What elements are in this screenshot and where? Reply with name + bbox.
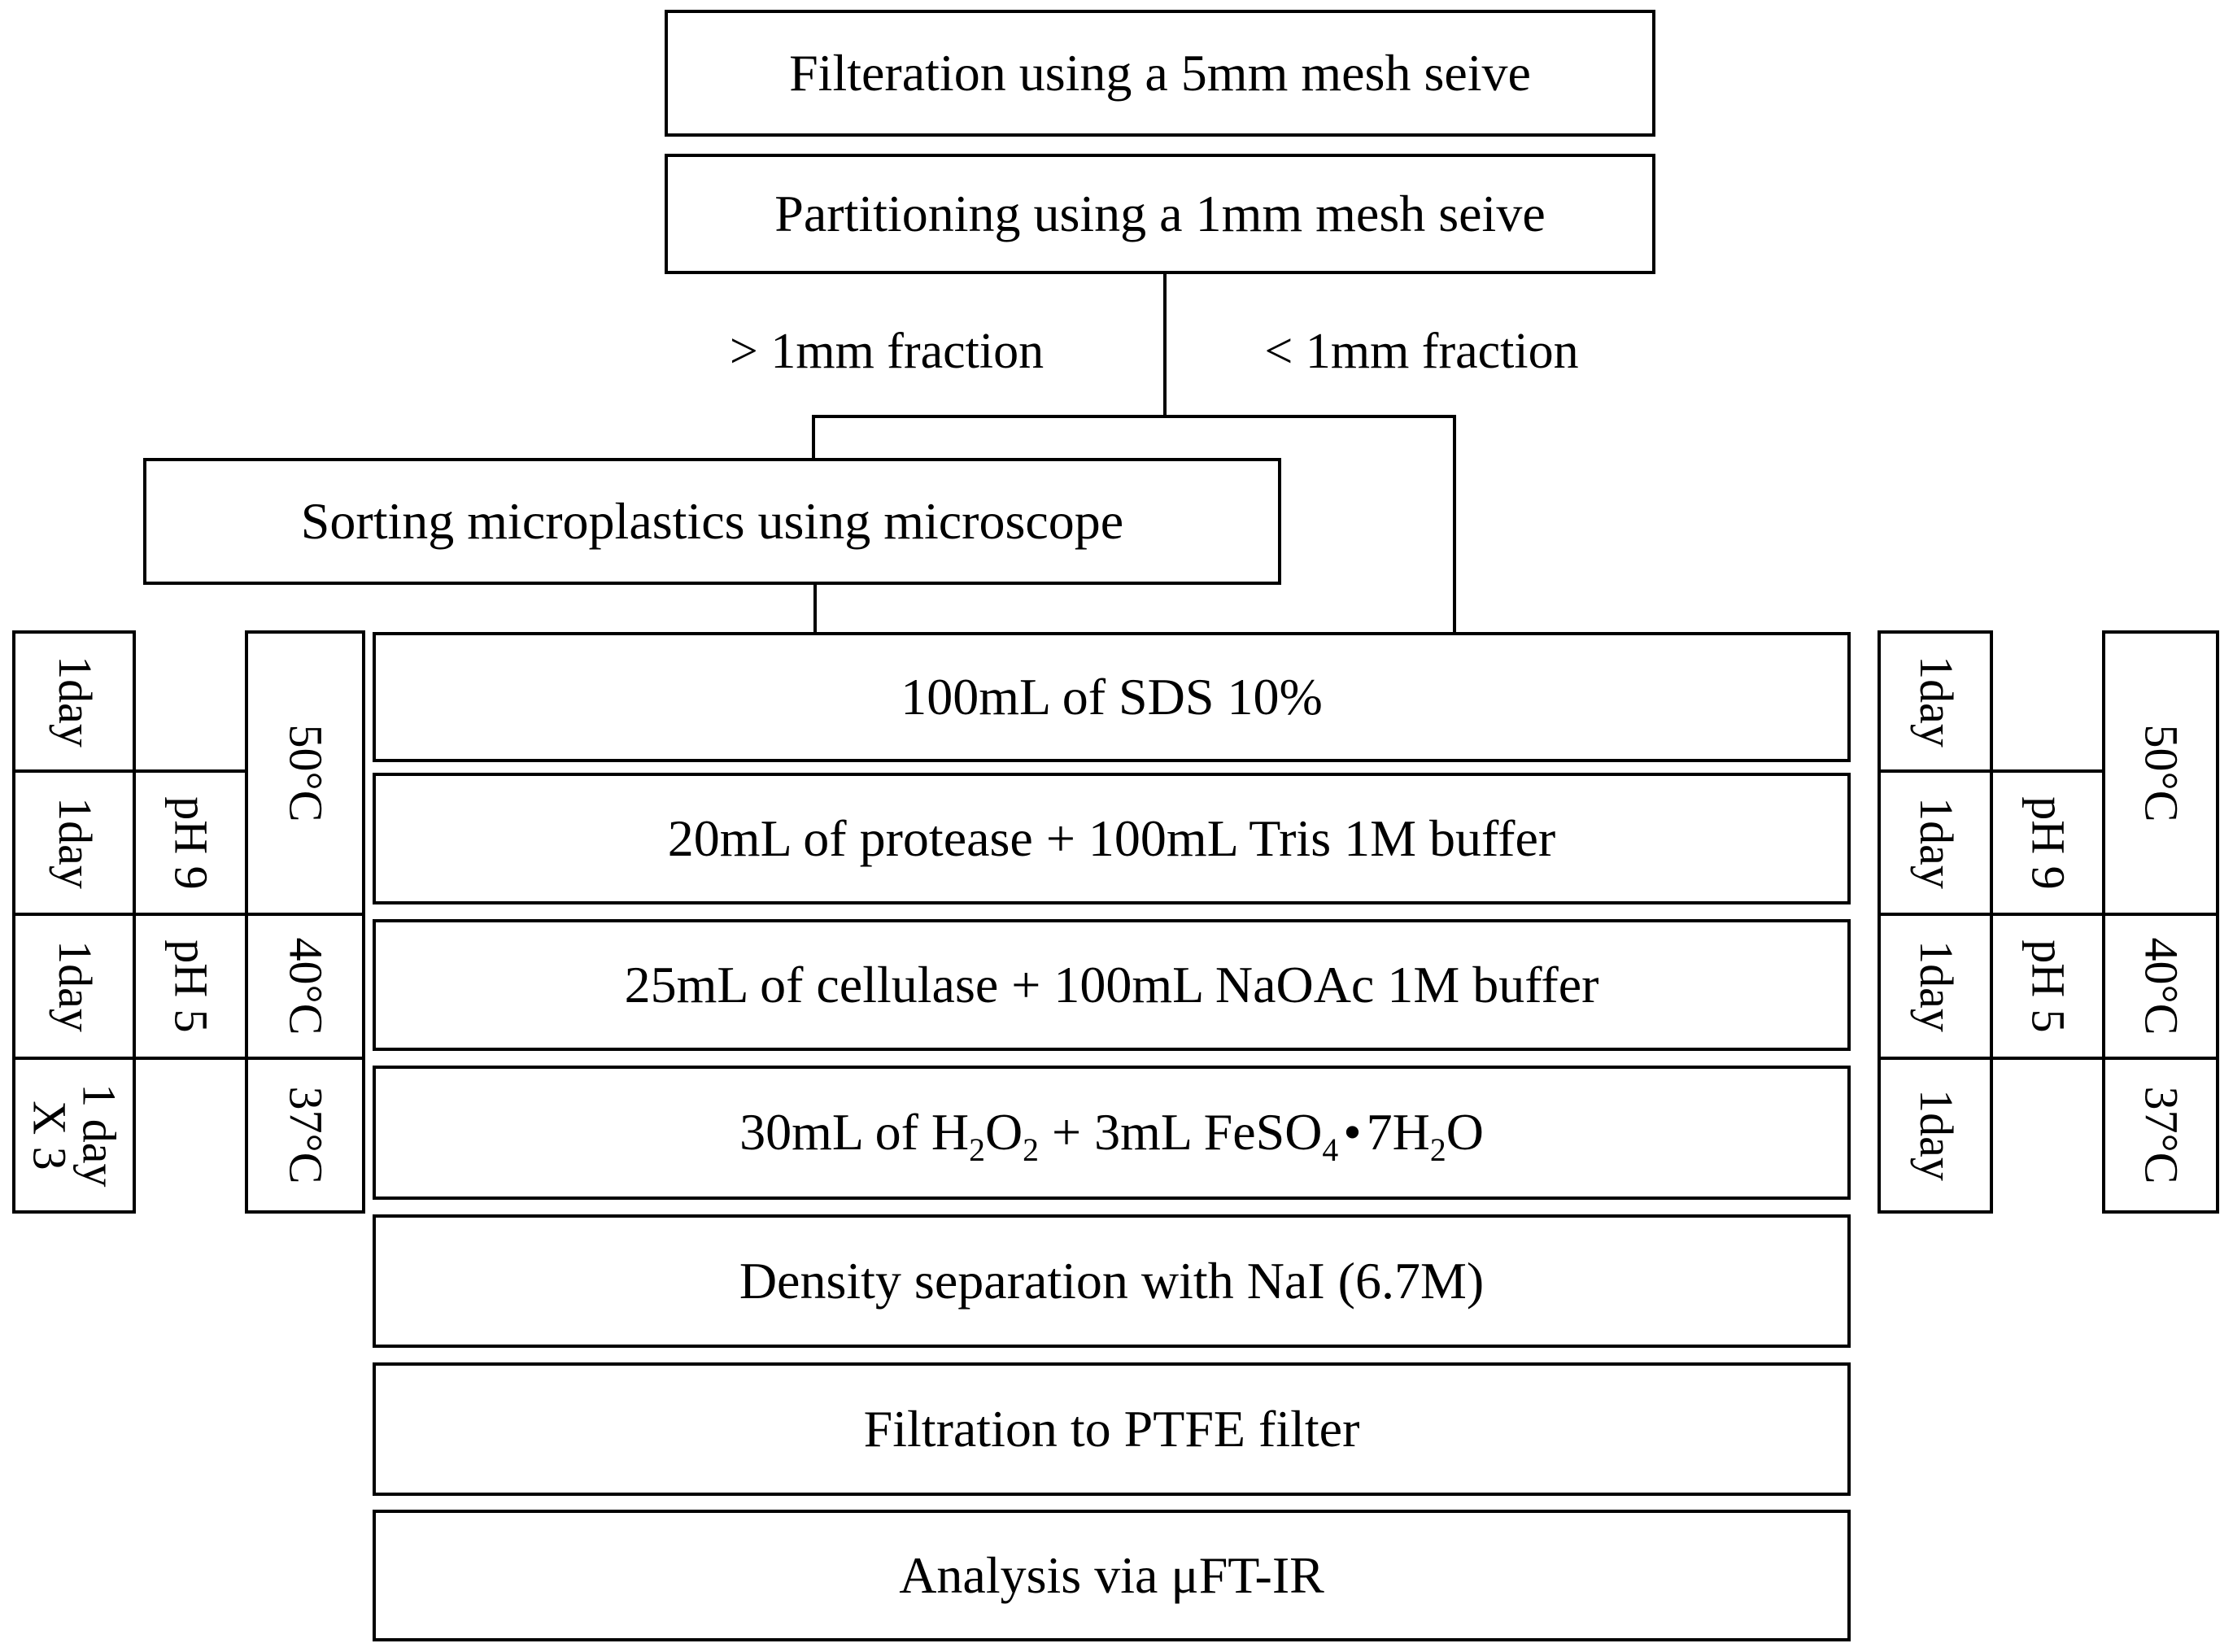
box-cellulase: 25mL of cellulase + 100mL NaOAc 1M buffe… bbox=[373, 919, 1851, 1051]
connector-stem bbox=[1163, 274, 1167, 418]
gt-1mm-text: > 1mm fraction bbox=[729, 323, 1045, 379]
sds-label: 100mL of SDS 10% bbox=[901, 667, 1323, 726]
left-temp-50: 50°C bbox=[245, 630, 365, 916]
box-partitioning: Partitioning using a 1mm mesh seive bbox=[665, 154, 1655, 274]
right-temp-40: 40°C bbox=[2102, 913, 2219, 1060]
box-filteration: Filteration using a 5mm mesh seive bbox=[665, 10, 1655, 137]
connector-branch-left-drop bbox=[812, 415, 815, 460]
sorting-label: Sorting microplastics using microscope bbox=[300, 491, 1124, 550]
connector-branch-right-drop bbox=[1453, 415, 1456, 632]
left-duration-3: 1day bbox=[12, 913, 136, 1060]
left-temp-40: 40°C bbox=[245, 913, 365, 1060]
connector-sorting-drop bbox=[813, 585, 817, 632]
label-gt-1mm-fraction: > 1mm fraction bbox=[675, 319, 1098, 384]
middle-dot: • bbox=[1343, 1103, 1362, 1162]
lt-1mm-text: < 1mm fraction bbox=[1264, 323, 1579, 379]
analysis-label: Analysis via μFT-IR bbox=[899, 1545, 1324, 1604]
box-protease: 20mL of protease + 100mL Tris 1M buffer bbox=[373, 773, 1851, 904]
h2o2-label: 30mL of H2O2 + 3mL FeSO4•7H2O bbox=[739, 1103, 1484, 1169]
box-ftir-analysis: Analysis via μFT-IR bbox=[373, 1510, 1851, 1641]
filteration-label: Filteration using a 5mm mesh seive bbox=[789, 43, 1531, 102]
right-temp-50: 50°C bbox=[2102, 630, 2219, 916]
box-sorting-microplastics: Sorting microplastics using microscope bbox=[143, 458, 1281, 585]
box-density-separation: Density separation with NaI (6.7M) bbox=[373, 1214, 1851, 1348]
partitioning-label: Partitioning using a 1mm mesh seive bbox=[774, 184, 1546, 242]
filtration-label: Filtration to PTFE filter bbox=[863, 1399, 1360, 1458]
right-ph5: pH 5 bbox=[1990, 913, 2105, 1060]
density-label: Density separation with NaI (6.7M) bbox=[739, 1251, 1485, 1310]
left-duration-4: 1 day X 3 bbox=[12, 1057, 136, 1214]
left-ph5: pH 5 bbox=[133, 913, 248, 1060]
right-duration-3: 1day bbox=[1878, 913, 1993, 1060]
right-duration-2: 1day bbox=[1878, 769, 1993, 916]
right-duration-4: 1day bbox=[1878, 1057, 1993, 1214]
right-duration-1: 1day bbox=[1878, 630, 1993, 773]
left-temp-37: 37°C bbox=[245, 1057, 365, 1214]
left-duration-2: 1day bbox=[12, 769, 136, 916]
left-duration-1: 1day bbox=[12, 630, 136, 773]
box-sds: 100mL of SDS 10% bbox=[373, 632, 1851, 762]
label-lt-1mm-fraction: < 1mm fraction bbox=[1216, 319, 1627, 384]
left-ph9: pH 9 bbox=[133, 769, 248, 916]
box-ptfe-filtration: Filtration to PTFE filter bbox=[373, 1362, 1851, 1496]
connector-branch-hline bbox=[812, 415, 1456, 418]
cellulase-label: 25mL of cellulase + 100mL NaOAc 1M buffe… bbox=[624, 955, 1599, 1013]
protease-label: 20mL of protease + 100mL Tris 1M buffer bbox=[667, 809, 1556, 867]
right-ph9: pH 9 bbox=[1990, 769, 2105, 916]
box-h2o2-feso4: 30mL of H2O2 + 3mL FeSO4•7H2O bbox=[373, 1066, 1851, 1200]
right-temp-37: 37°C bbox=[2102, 1057, 2219, 1214]
